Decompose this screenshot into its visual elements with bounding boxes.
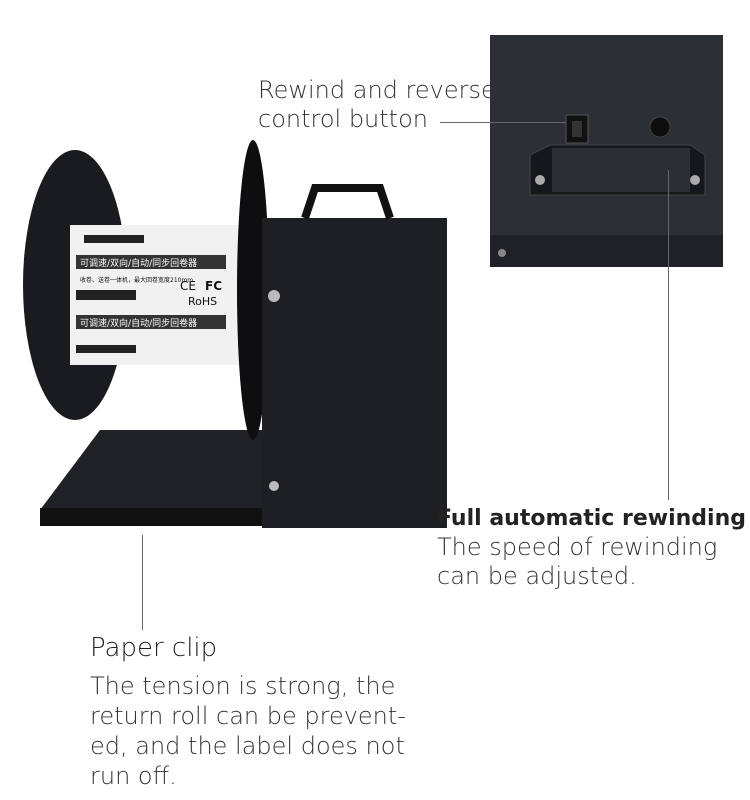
ce-mark: CE — [180, 279, 196, 293]
control-panel-closeup — [490, 35, 723, 267]
leader-line — [142, 535, 143, 630]
callout-text: The tension is strong, the — [90, 672, 396, 700]
callout-title: Paper clip — [90, 633, 218, 663]
callout-text: return roll can be prevent- — [90, 702, 406, 730]
callout-text: Rewind and reverse — [258, 76, 496, 104]
label-rewinder-illustration: 可调速/双向/自动/同步回卷器 收卷、送卷一体机，最大回卷宽度210mm 可调速… — [23, 140, 447, 528]
speed-knob-icon — [649, 116, 671, 138]
rewind-button-callout: Rewind and reverse control button — [258, 76, 496, 134]
callout-title: Full automatic rewinding — [437, 506, 746, 531]
paper-clip-callout: Paper clip The tension is strong, the re… — [90, 634, 406, 791]
motor-housing — [262, 218, 447, 528]
callout-text: can be adjusted. — [437, 562, 637, 590]
auto-rewind-callout: Full automatic rewinding The speed of re… — [437, 504, 746, 591]
callout-text: The speed of rewinding — [437, 533, 718, 561]
callout-text: control button — [258, 105, 428, 133]
control-panel-illustration — [490, 114, 723, 267]
roll-label-title: 可调速/双向/自动/同步回卷器 — [80, 317, 197, 329]
roll-label-subtitle: 收卷、送卷一体机，最大回卷宽度210mm — [80, 276, 193, 284]
fc-mark: FC — [205, 279, 222, 293]
rohs-mark: RoHS — [188, 295, 217, 308]
front-reel-flange — [237, 140, 269, 440]
callout-text: ed, and the label does not — [90, 732, 405, 760]
roll-label-title: 可调速/双向/自动/同步回卷器 — [80, 257, 197, 269]
carry-handle — [301, 184, 394, 220]
callout-text: run off. — [90, 762, 177, 790]
leader-line — [668, 170, 669, 500]
leader-line — [440, 122, 566, 123]
